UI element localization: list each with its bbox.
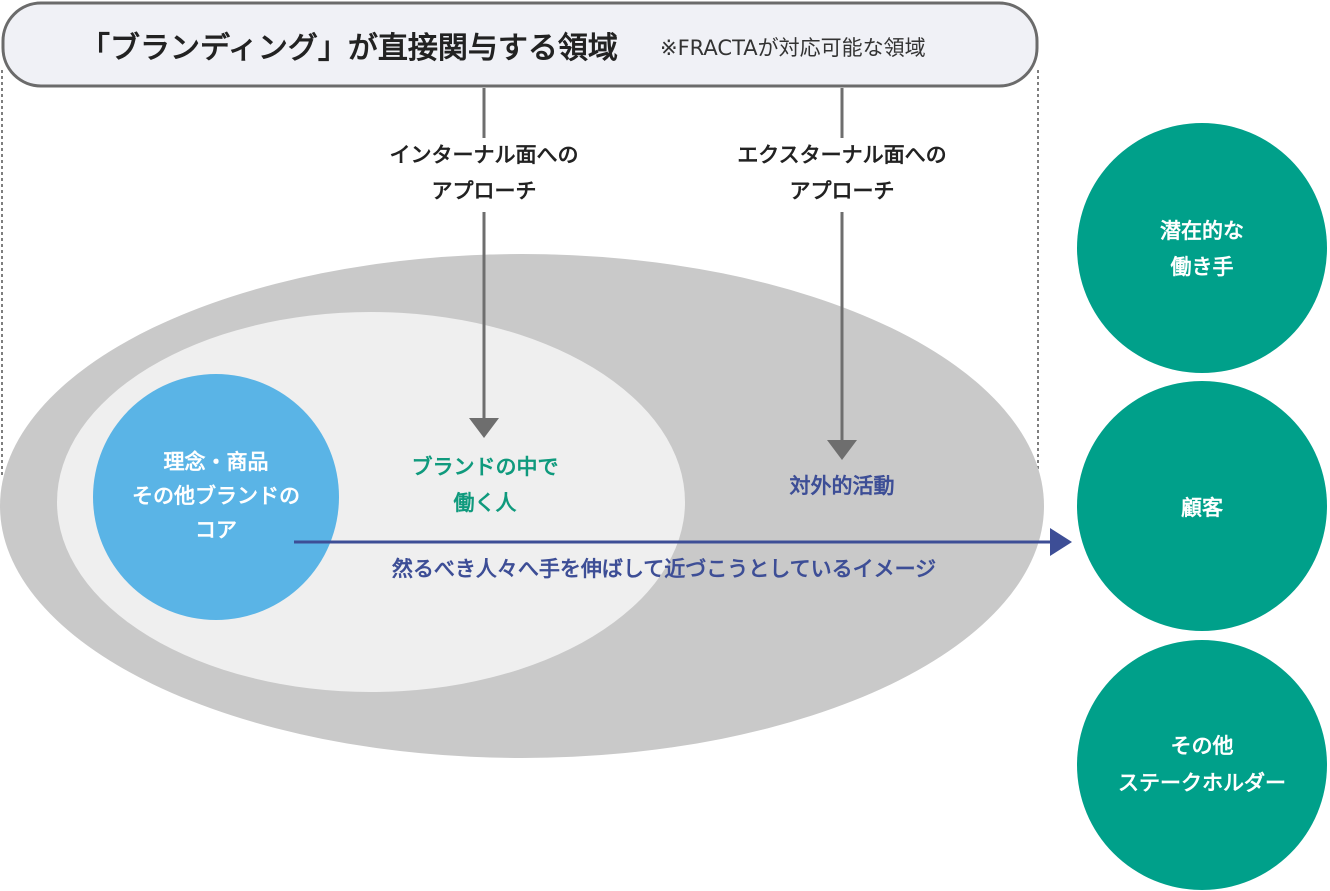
core-label-line-3: コア bbox=[195, 518, 237, 542]
stakeholder-1-line-2: 働き手 bbox=[1170, 255, 1234, 279]
core-label-line-2: その他ブランドの bbox=[132, 484, 300, 508]
stakeholder-2-line-1: 顧客 bbox=[1181, 496, 1224, 520]
header-box bbox=[1, 1, 1039, 88]
stakeholder-1-line-1: 潜在的な bbox=[1160, 219, 1244, 243]
stakeholder-3-line-1: その他 bbox=[1171, 734, 1234, 758]
inner-ellipse-label-line-1: ブランドの中で bbox=[412, 455, 559, 479]
internal-approach-line-1: インターナル面への bbox=[390, 143, 579, 167]
core-label-line-1: 理念・商品 bbox=[164, 450, 269, 474]
outer-ellipse-label: 対外的活動 bbox=[790, 474, 895, 498]
stakeholder-circle-potential-workers bbox=[1077, 123, 1327, 373]
stakeholder-circle-customers bbox=[1077, 381, 1327, 631]
header-note: ※FRACTAが対応可能な領域 bbox=[660, 36, 926, 60]
stakeholder-3-line-2: ステークホルダー bbox=[1118, 771, 1286, 795]
reach-arrowhead bbox=[1050, 528, 1072, 556]
stakeholder-circle-other bbox=[1077, 640, 1327, 890]
external-arrowhead bbox=[827, 440, 857, 460]
internal-approach-line-2: アプローチ bbox=[432, 179, 537, 203]
external-approach-line-1: エクスターナル面への bbox=[737, 143, 946, 167]
header-title: 「ブランディング」が直接関与する領域 bbox=[80, 31, 618, 66]
internal-arrowhead bbox=[469, 418, 499, 438]
inner-ellipse-label-line-2: 働く人 bbox=[453, 491, 517, 515]
external-approach-line-2: アプローチ bbox=[790, 179, 895, 203]
reach-arrow-label: 然るべき人々へ手を伸ばして近づこうとしているイメージ bbox=[392, 557, 936, 581]
brand-core-circle bbox=[93, 374, 339, 620]
